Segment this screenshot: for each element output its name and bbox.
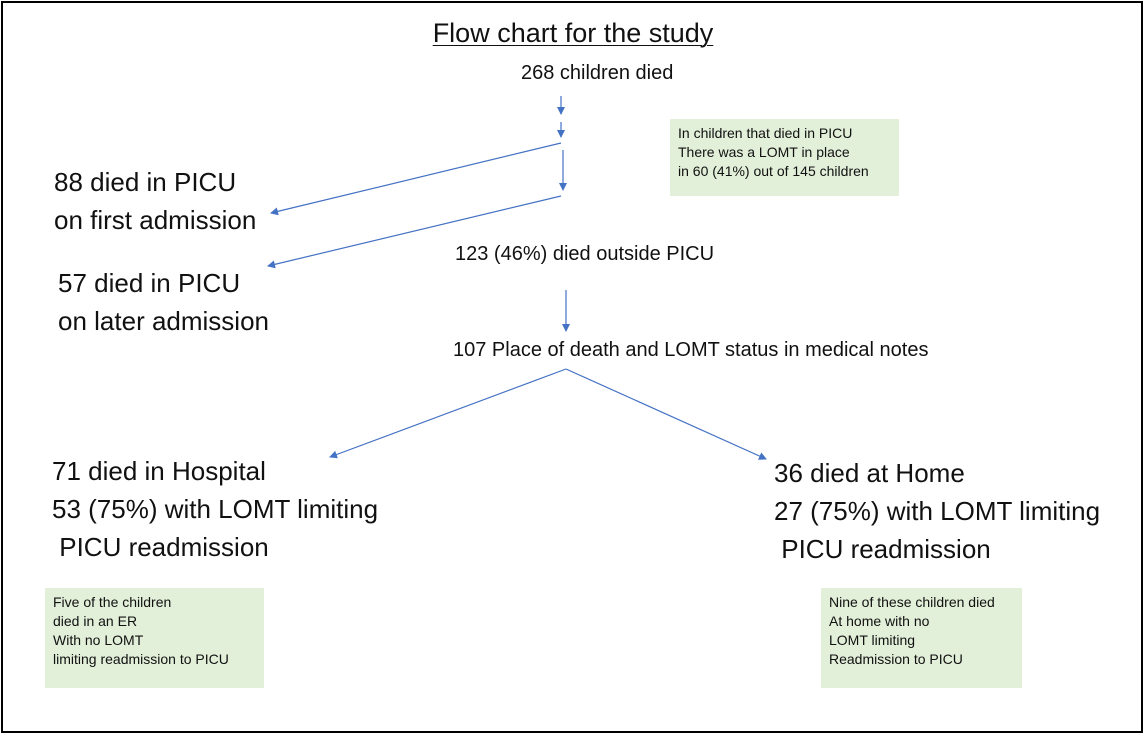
note-line: There was a LOMT in place bbox=[678, 144, 850, 160]
node-line: 53 (75%) with LOMT limiting bbox=[52, 494, 379, 524]
node-line: on later admission bbox=[58, 306, 269, 336]
node-line: on first admission bbox=[54, 205, 257, 235]
node-total: 268 children died bbox=[521, 62, 674, 84]
node-line: PICU readmission bbox=[774, 534, 991, 564]
node-home: 36 died at Home 27 (75%) with LOMT limit… bbox=[774, 454, 1100, 568]
arrow-to-hospital bbox=[329, 368, 567, 459]
node-line: PICU readmission bbox=[52, 532, 269, 562]
node-line: 27 (75%) with LOMT limiting bbox=[774, 496, 1101, 526]
note-line: LOMT limiting bbox=[829, 632, 916, 648]
note-line: died in an ER bbox=[53, 613, 138, 629]
note-er: Five of the children died in an ER With … bbox=[45, 588, 264, 688]
node-outside-picu: 123 (46%) died outside PICU bbox=[455, 243, 715, 265]
node-line: 71 died in Hospital bbox=[52, 456, 266, 486]
arrow-to-picu-later bbox=[267, 195, 562, 269]
page-title: Flow chart for the study bbox=[432, 18, 714, 48]
note-line: Readmission to PICU bbox=[829, 651, 963, 667]
note-line: With no LOMT bbox=[53, 632, 144, 648]
note-line: Nine of these children died bbox=[829, 594, 995, 610]
node-line: 36 died at Home bbox=[774, 458, 965, 488]
note-line: limiting readmission to PICU bbox=[53, 651, 229, 667]
node-hospital: 71 died in Hospital 53 (75%) with LOMT l… bbox=[52, 452, 378, 566]
node-line: 88 died in PICU bbox=[54, 167, 237, 197]
node-line: 57 died in PICU bbox=[58, 268, 241, 298]
note-line: In children that died in PICU bbox=[678, 125, 853, 141]
note-home-no-lomt: Nine of these children died At home with… bbox=[821, 588, 1022, 688]
note-line: At home with no bbox=[829, 613, 930, 629]
node-picu-later: 57 died in PICU on later admission bbox=[58, 264, 269, 340]
note-line: Five of the children bbox=[53, 594, 172, 610]
arrow-to-home bbox=[565, 368, 767, 460]
note-picu-lomt: In children that died in PICU There was … bbox=[670, 119, 899, 196]
note-line: in 60 (41%) out of 145 children bbox=[678, 163, 869, 179]
arrow-to-picu-first bbox=[270, 142, 562, 216]
node-picu-first: 88 died in PICU on first admission bbox=[54, 163, 256, 239]
node-place-of-death: 107 Place of death and LOMT status in me… bbox=[453, 339, 929, 361]
